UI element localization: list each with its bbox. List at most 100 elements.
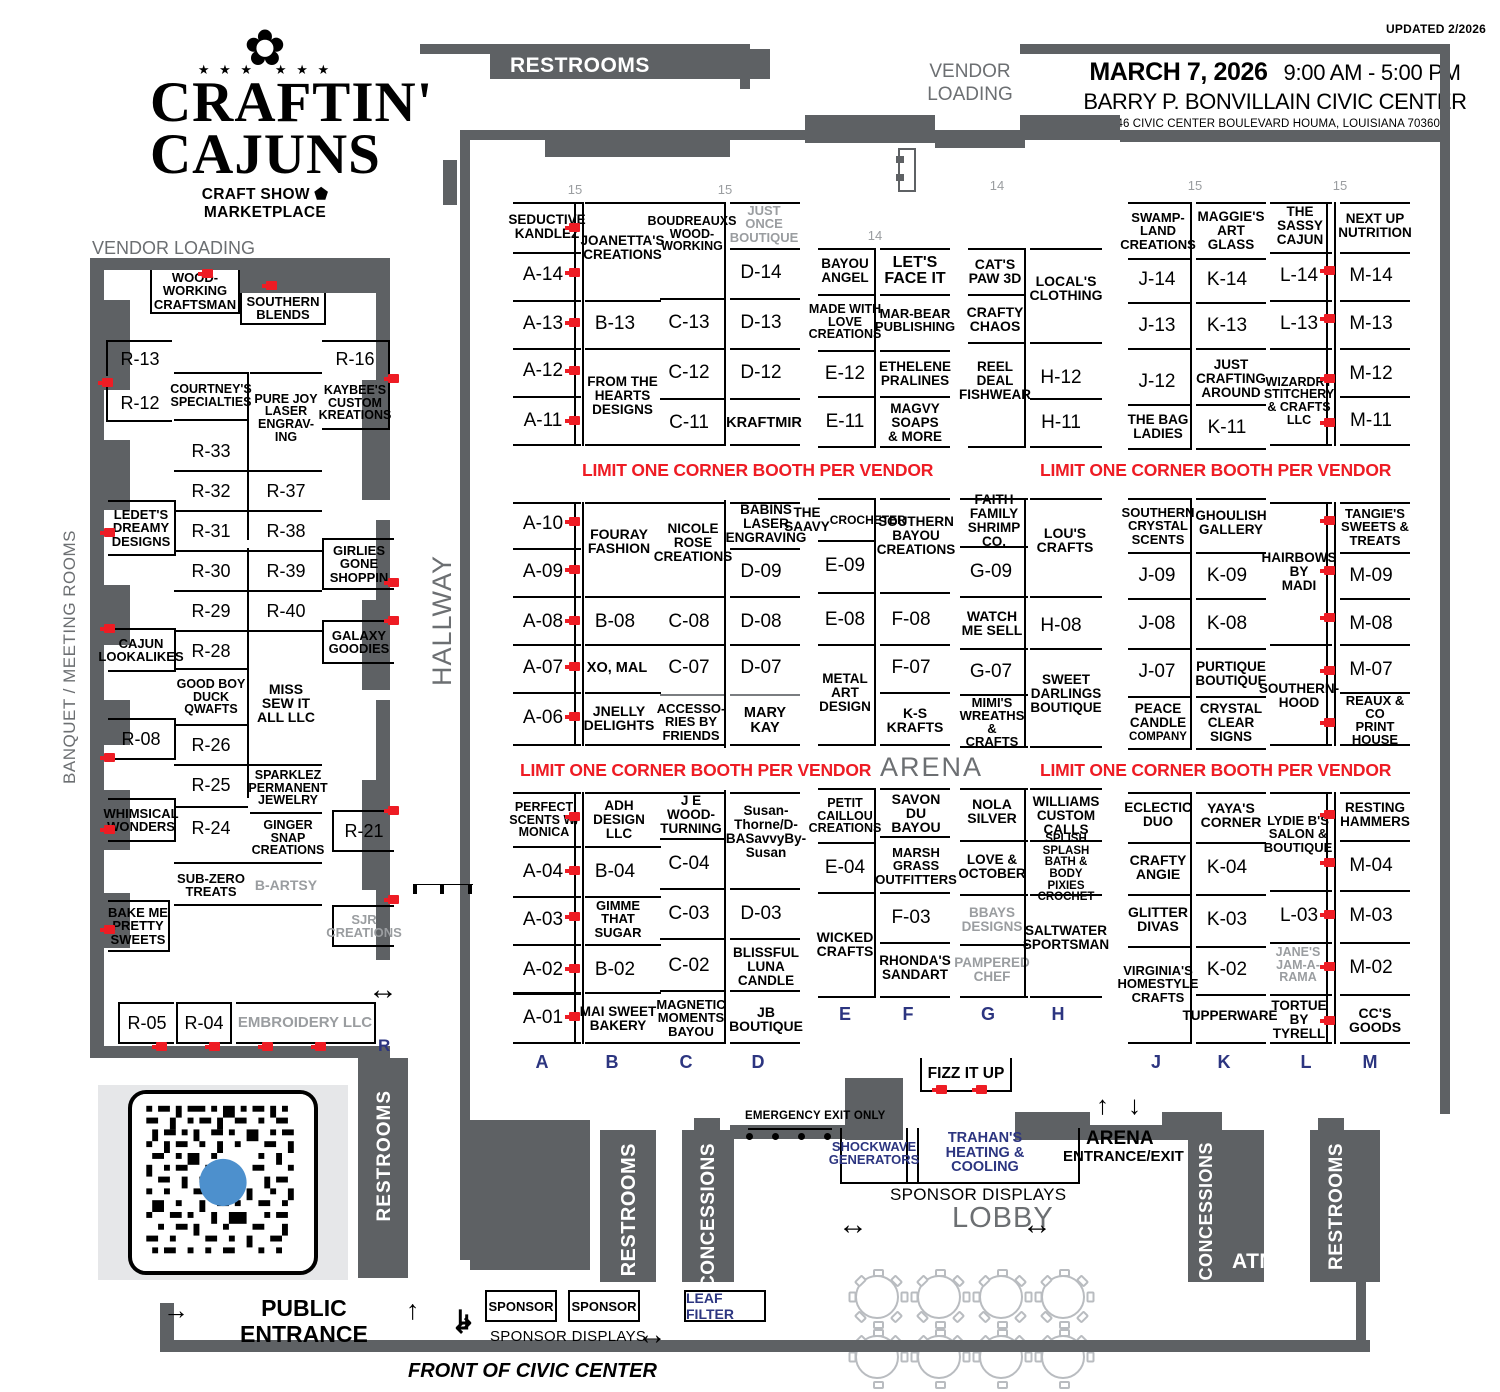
booth-m09[interactable]: M-09 bbox=[1349, 565, 1393, 587]
booth-r21[interactable]: R-21 bbox=[332, 810, 394, 852]
booth-l03[interactable]: L-03 bbox=[1279, 905, 1319, 927]
booth-b13[interactable]: B-13 bbox=[594, 313, 636, 335]
booth-c02[interactable]: C-02 bbox=[668, 955, 710, 977]
booth-j14[interactable]: J-14 bbox=[1138, 269, 1176, 291]
booth-kraftmir[interactable]: KRAFTMIR bbox=[726, 414, 802, 431]
booth-k08[interactable]: K-08 bbox=[1206, 613, 1248, 635]
booth-e11[interactable]: E-11 bbox=[825, 411, 865, 433]
booth-a11[interactable]: A-11 bbox=[523, 410, 563, 432]
booth-southern-hood[interactable]: SOUTHERN-HOOD bbox=[1258, 681, 1340, 710]
booth-r31[interactable]: R-31 bbox=[191, 520, 231, 541]
booth-k04[interactable]: K-04 bbox=[1206, 857, 1248, 879]
booth-r37[interactable]: R-37 bbox=[266, 480, 306, 501]
booth-r30[interactable]: R-30 bbox=[191, 560, 231, 581]
booth-k02[interactable]: K-02 bbox=[1206, 959, 1248, 981]
sponsor-box-2[interactable]: SPONSOR bbox=[568, 1290, 640, 1322]
booth-h11[interactable]: H-11 bbox=[1041, 412, 1081, 434]
booth-k09[interactable]: K-09 bbox=[1206, 565, 1248, 587]
booth-c04[interactable]: C-04 bbox=[668, 853, 710, 875]
booth-love-october[interactable]: LOVE &OCTOBER bbox=[958, 852, 1026, 881]
booth-m13[interactable]: M-13 bbox=[1349, 313, 1393, 335]
booth-r08[interactable]: R-08 bbox=[108, 718, 176, 760]
booth-k14[interactable]: K-14 bbox=[1206, 269, 1248, 291]
booth-a02[interactable]: A-02 bbox=[522, 959, 564, 981]
booth-h12[interactable]: H-12 bbox=[1040, 367, 1082, 389]
booth-susan-thorne-dbasavvybysusan[interactable]: Susan-Thorne/D-BASavvyBy-Susan bbox=[725, 803, 807, 860]
booth-m03[interactable]: M-03 bbox=[1349, 905, 1393, 927]
booth-r33[interactable]: R-33 bbox=[191, 440, 231, 461]
booth-m07[interactable]: M-07 bbox=[1349, 659, 1393, 681]
booth-m11[interactable]: M-11 bbox=[1350, 410, 1392, 432]
booth-m04[interactable]: M-04 bbox=[1349, 855, 1393, 877]
booth-d13[interactable]: D-13 bbox=[740, 312, 782, 334]
booth-r40[interactable]: R-40 bbox=[266, 600, 306, 621]
booth-f03[interactable]: F-03 bbox=[891, 907, 931, 929]
booth-a07[interactable]: A-07 bbox=[522, 657, 564, 679]
booth-j09[interactable]: J-09 bbox=[1138, 565, 1176, 587]
booth-a13[interactable]: A-13 bbox=[522, 313, 564, 335]
booth-l14[interactable]: L-14 bbox=[1279, 265, 1319, 287]
booth-g07[interactable]: G-07 bbox=[969, 661, 1013, 683]
sponsor-box-leaf-filter[interactable]: LEAF FILTER bbox=[684, 1290, 766, 1322]
booth-d12[interactable]: D-12 bbox=[740, 362, 782, 384]
booth-r39[interactable]: R-39 bbox=[266, 560, 306, 581]
booth-j13[interactable]: J-13 bbox=[1138, 315, 1176, 337]
booth-m02[interactable]: M-02 bbox=[1349, 957, 1393, 979]
booth-b02[interactable]: B-02 bbox=[594, 959, 636, 981]
